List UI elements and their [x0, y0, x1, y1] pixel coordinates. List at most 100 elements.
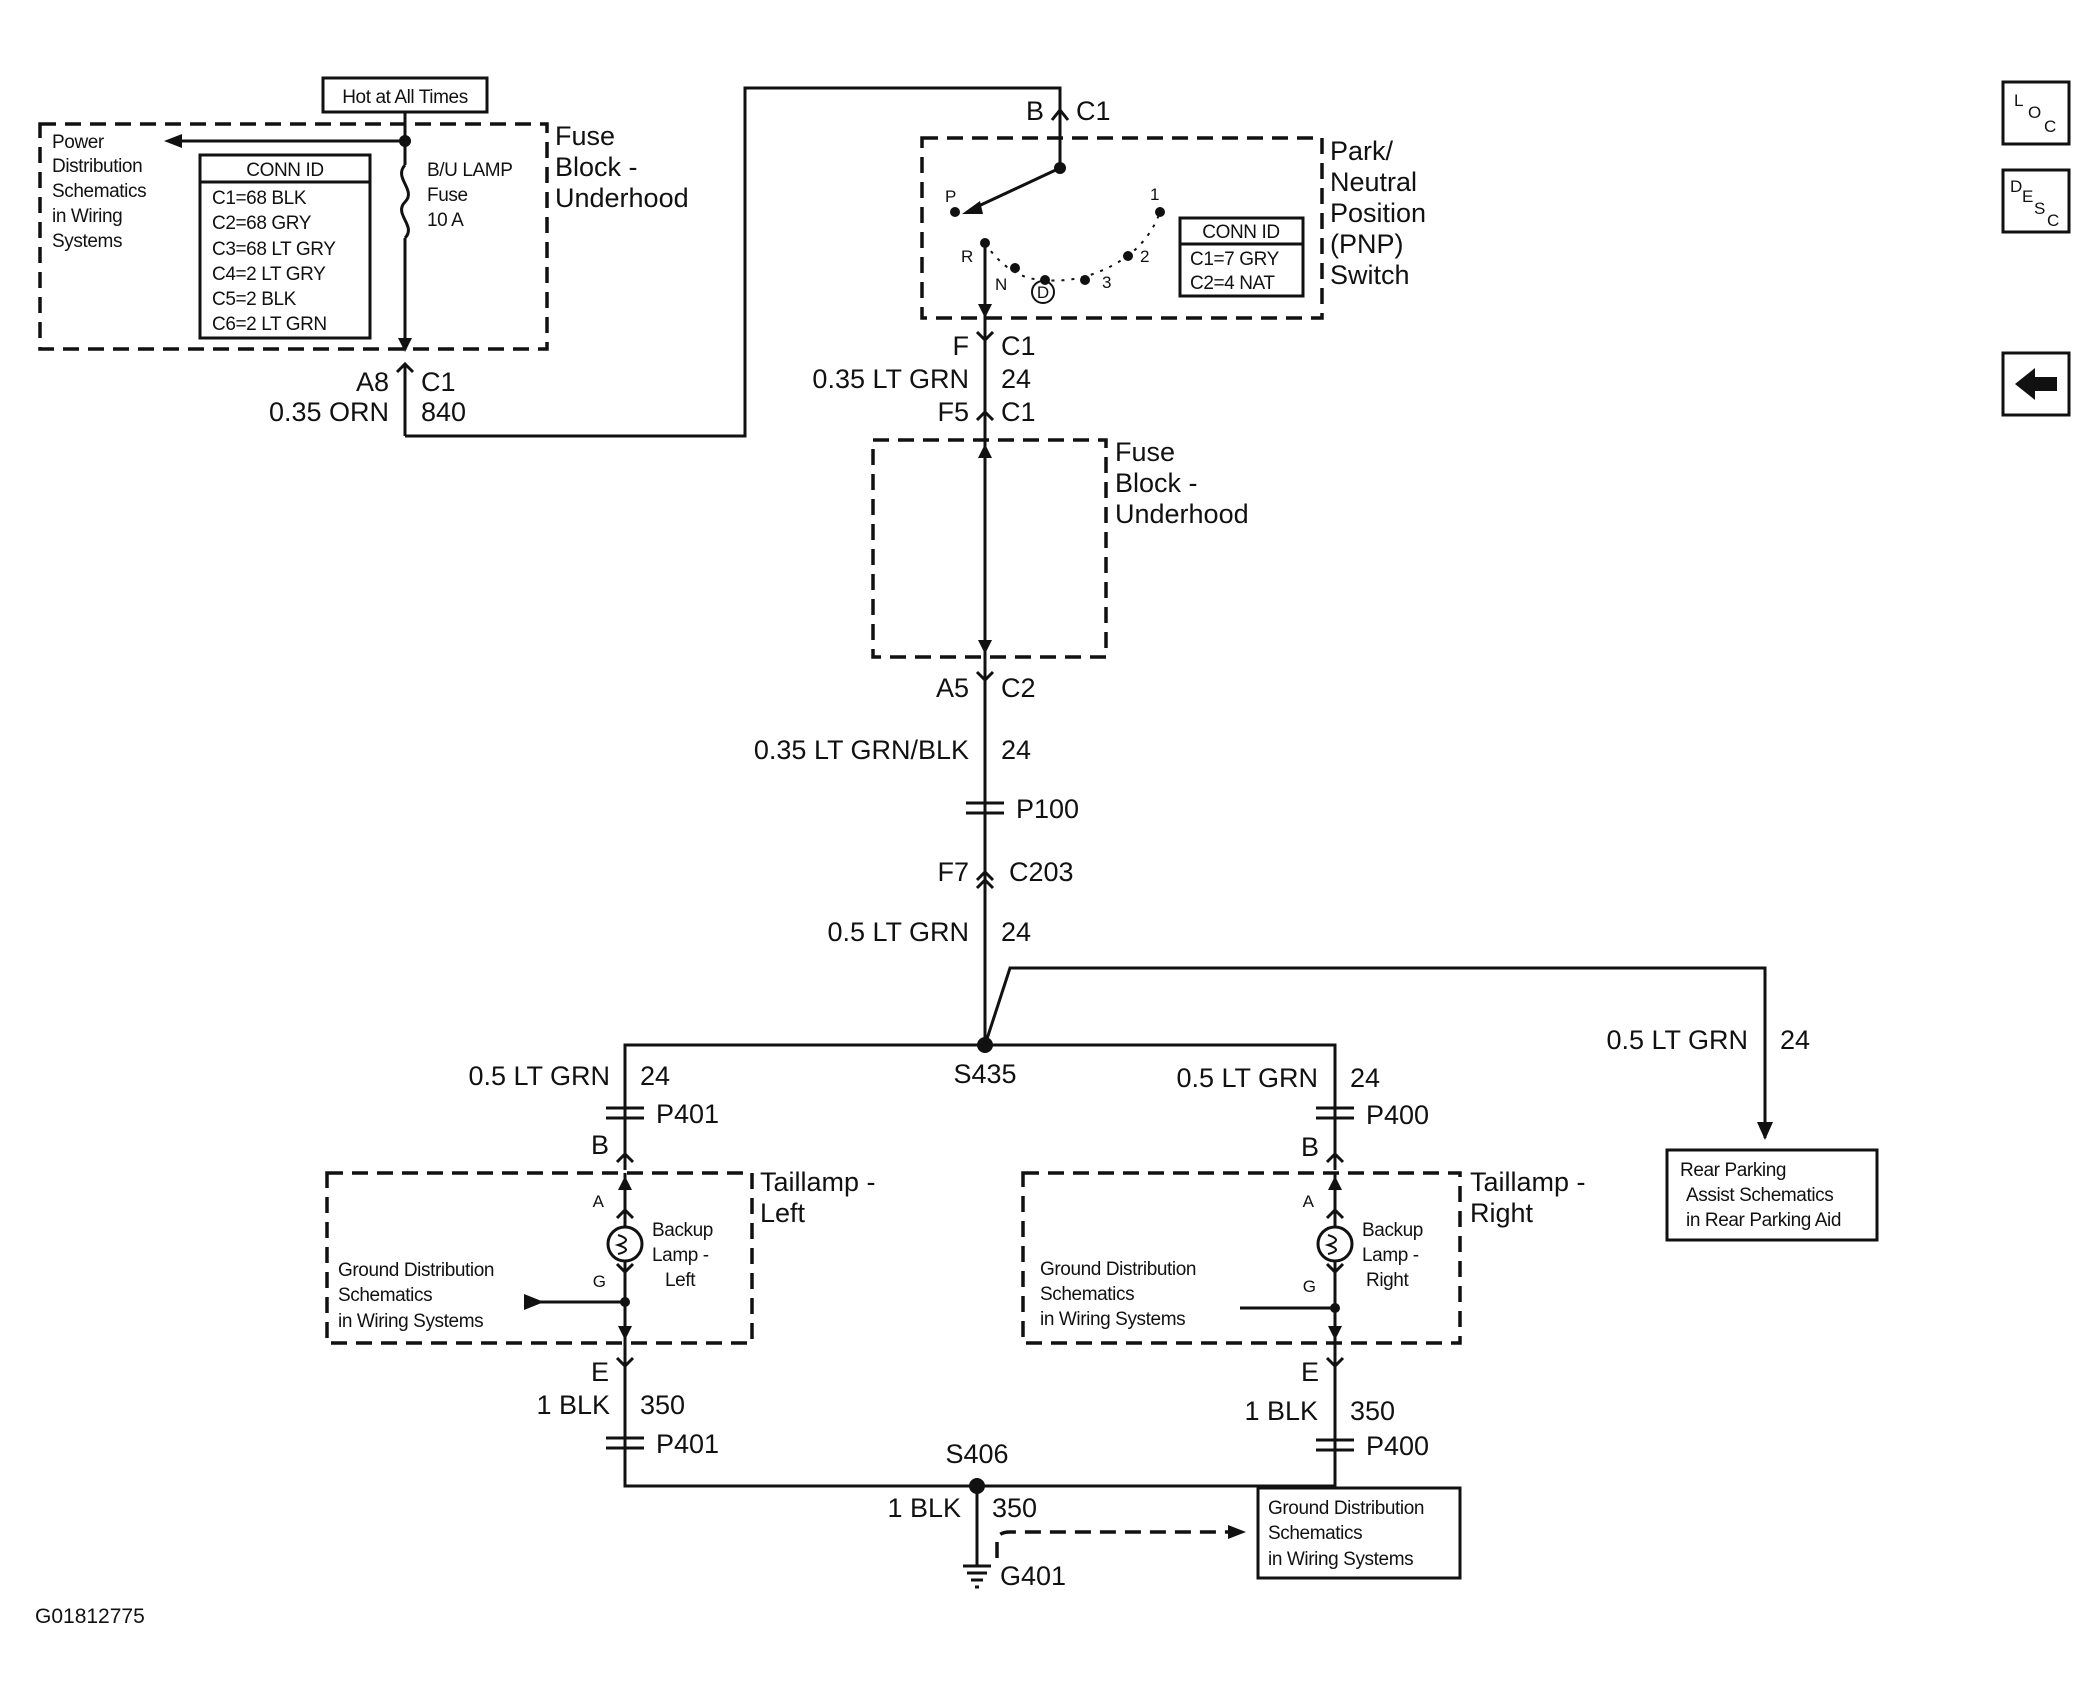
fuse-block-label: Fuse Block - Underhood	[555, 121, 689, 213]
pnp-conn-rows: C1=7 GRY C2=4 NAT	[1190, 249, 1283, 294]
left-pin-a: A	[593, 1192, 605, 1211]
pnp-switch: B C1 P R N D 3 2 1 CONN ID C1=7 GRY C2=4…	[920, 96, 1434, 320]
a5-pin: A5	[936, 673, 969, 703]
s435-label: S435	[953, 1059, 1016, 1089]
left-circuit: 24	[640, 1061, 670, 1091]
pnp-out-conn: C1	[1001, 331, 1036, 361]
fuse-block-top: Hot at All Times Power Distribution Sche…	[38, 76, 689, 352]
left-pin-g: G	[593, 1272, 606, 1291]
fuse-block-outline	[38, 122, 549, 351]
ground-circuit-label: 350	[992, 1493, 1037, 1523]
rear-assist-circuit: 24	[1780, 1025, 1810, 1055]
left-passthru: P401	[656, 1099, 719, 1129]
conn-id-title: CONN ID	[246, 160, 323, 181]
rear-assist-ref: Rear Parking Assist Schematics in Rear P…	[1680, 1160, 1841, 1231]
pos-d: D	[1037, 283, 1049, 302]
trunk-wire: A5 C2 0.35 LT GRN/BLK 24 P100 F7 C203 0.…	[754, 657, 1079, 1089]
svg-text:L: L	[2014, 91, 2023, 110]
fuse-label: B/U LAMP Fuse 10 A	[427, 160, 517, 231]
svg-text:O: O	[2028, 103, 2041, 122]
right-circuit: 24	[1350, 1063, 1380, 1093]
fuse-block-mid-label: Fuse Block - Underhood	[1115, 437, 1249, 529]
left-gwire-label: 1 BLK	[536, 1390, 610, 1420]
a8-pin: A8	[356, 367, 389, 397]
c2-conn: C2	[1001, 673, 1036, 703]
left-pin-b: B	[591, 1130, 609, 1160]
left-lamp-bulb-icon	[606, 1225, 644, 1263]
left-wire-label: 0.5 LT GRN	[468, 1061, 610, 1091]
right-ground-ref: Ground Distribution Schematics in Wiring…	[1040, 1259, 1201, 1330]
pnp-out-wire-label: 0.35 LT GRN	[812, 364, 969, 394]
fuse-block-mid-outline	[871, 438, 1108, 659]
orn-wire-840: A8 C1 0.35 ORN 840	[269, 86, 1062, 438]
back-button[interactable]	[2001, 351, 2071, 417]
trunk-circuit2: 24	[1001, 917, 1031, 947]
circuit-840: 840	[421, 397, 466, 427]
rear-assist-ref-box	[1665, 1148, 1879, 1242]
c1-conn-top: C1	[421, 367, 456, 397]
pnp-out-pin: F	[953, 331, 970, 361]
left-ground-ref: Ground Distribution Schematics in Wiring…	[338, 1260, 499, 1332]
right-gpassthru: P400	[1366, 1431, 1429, 1461]
pos-2: 2	[1140, 247, 1149, 266]
pos-r: R	[961, 247, 973, 266]
pnp-conn-title: CONN ID	[1202, 222, 1279, 243]
left-gcircuit: 350	[640, 1390, 685, 1420]
pnp-conn-id-table	[1178, 216, 1305, 298]
taillamp-right-outline	[1021, 1171, 1462, 1345]
drive-position-icon	[1031, 280, 1055, 304]
s406-label: S406	[945, 1439, 1008, 1469]
taillamp-left: 0.5 LT GRN 24 P401 B Taillamp - Left A B…	[325, 1061, 876, 1476]
svg-text:C: C	[2044, 117, 2056, 136]
rear-assist-wire-label: 0.5 LT GRN	[1606, 1025, 1748, 1055]
svg-text:D: D	[2010, 177, 2022, 196]
back-arrow-icon	[2015, 368, 2057, 400]
ground-circuit: S406 1 BLK 350 G401 Ground Distribution …	[623, 1439, 1462, 1591]
right-pin-e: E	[1301, 1357, 1319, 1387]
taillamp-right: 0.5 LT GRN 24 P400 B Taillamp - Right A …	[1021, 1063, 1593, 1476]
right-lamp-bulb-icon	[1316, 1225, 1354, 1263]
right-passthru: P400	[1366, 1100, 1429, 1130]
trunk-circuit1: 24	[1001, 735, 1031, 765]
rear-assist-branch: 0.5 LT GRN 24 Rear Parking Assist Schema…	[983, 966, 1879, 1242]
power-ref-text: Power Distribution Schematics in Wiring …	[52, 132, 151, 252]
hot-label: Hot at All Times	[342, 87, 468, 108]
fuse-block-mid: Fuse Block - Underhood	[871, 437, 1249, 659]
figure-id: G01812775	[35, 1605, 145, 1628]
trunk-wire2-label: 0.5 LT GRN	[827, 917, 969, 947]
svg-text:S: S	[2034, 199, 2045, 218]
left-ground-ref-arrow	[524, 1294, 544, 1310]
conn-id-table	[198, 153, 372, 340]
right-gwire-label: 1 BLK	[1244, 1396, 1318, 1426]
ground-ref: Ground Distribution Schematics in Wiring…	[1268, 1498, 1429, 1570]
svg-text:E: E	[2022, 187, 2033, 206]
pnp-out-circuit: 24	[1001, 364, 1031, 394]
ground-wire-label: 1 BLK	[887, 1493, 961, 1523]
right-lamp-label: Backup Lamp - Right	[1362, 1220, 1428, 1291]
c203-conn: C203	[1009, 857, 1074, 887]
pnp-in-conn: C1	[1076, 96, 1111, 126]
s435-bus	[623, 1043, 1337, 1094]
pos-3: 3	[1102, 273, 1111, 292]
pnp-label: Park/ Neutral Position (PNP) Switch	[1330, 136, 1434, 290]
left-gpassthru: P401	[656, 1429, 719, 1459]
right-wire-label: 0.5 LT GRN	[1176, 1063, 1318, 1093]
loc-button[interactable]: L O C	[2001, 80, 2071, 146]
f5-conn: C1	[1001, 397, 1036, 427]
orn-wire-label: 0.35 ORN	[269, 397, 389, 427]
fuse-icon	[400, 163, 410, 240]
right-gcircuit: 350	[1350, 1396, 1395, 1426]
taillamp-left-outline	[325, 1171, 754, 1345]
pos-n: N	[995, 275, 1007, 294]
g401-label: G401	[1000, 1561, 1066, 1591]
pnp-in-pin: B	[1026, 96, 1044, 126]
p100-label: P100	[1016, 794, 1079, 824]
conn-id-rows: C1=68 BLK C2=68 GRY C3=68 LT GRY C4=2 LT…	[212, 188, 340, 335]
right-pin-g: G	[1303, 1277, 1316, 1296]
right-pin-b: B	[1301, 1132, 1319, 1162]
taillamp-right-label: Taillamp - Right	[1470, 1167, 1593, 1228]
left-lamp-label: Backup Lamp - Left	[652, 1220, 718, 1291]
desc-button[interactable]: D E S C	[2001, 168, 2071, 234]
f5-pin: F5	[937, 397, 969, 427]
